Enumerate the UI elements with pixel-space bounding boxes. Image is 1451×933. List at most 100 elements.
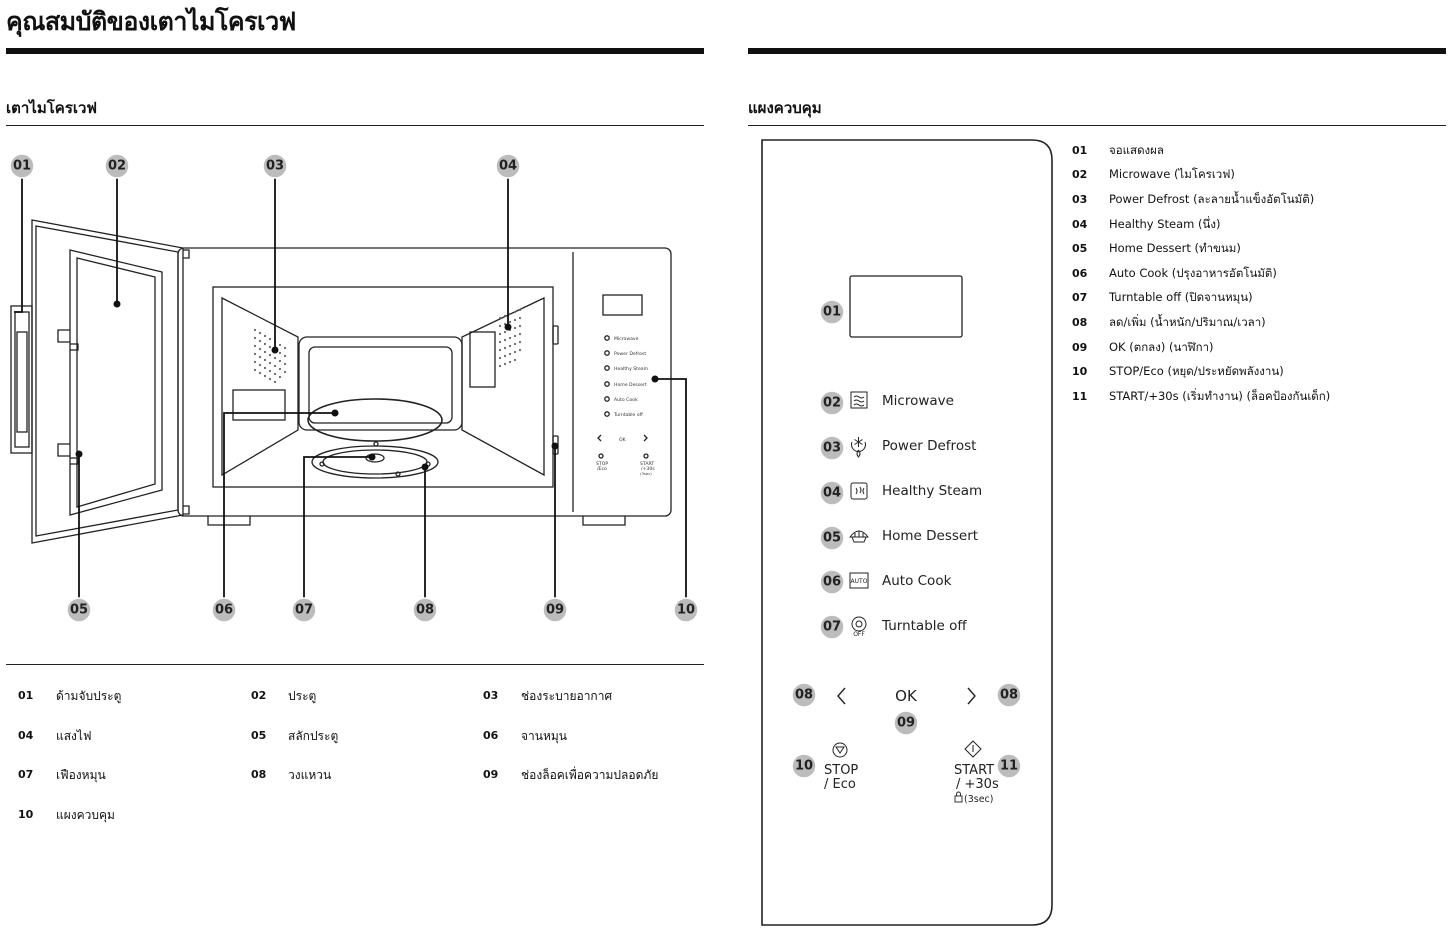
svg-text:05: 05 xyxy=(823,531,841,546)
start-plus30-button[interactable]: START / +30s (3sec) 11 xyxy=(954,740,1022,805)
legend-num: 07 xyxy=(18,768,34,781)
legend-num: 04 xyxy=(18,729,34,742)
legend-text: เฟืองหมุน xyxy=(56,768,106,782)
legend-text: ประตู xyxy=(288,689,317,703)
vent-right-dots xyxy=(498,308,522,368)
legend-text: วงแหวน xyxy=(288,768,332,782)
svg-text:02: 02 xyxy=(108,159,126,174)
legend-num: 06 xyxy=(1072,267,1088,280)
leader-lines xyxy=(14,178,687,598)
svg-text:01: 01 xyxy=(823,305,841,320)
title-rule-right xyxy=(748,48,1446,54)
chevron-right-icon xyxy=(967,687,976,705)
mini-label-auto-cook: Auto Cook xyxy=(614,397,638,403)
legend-text: จานหมุน xyxy=(521,729,567,743)
legend-text: Auto Cook (ปรุงอาหารอัตโนมัติ) xyxy=(1109,266,1277,280)
svg-text:06: 06 xyxy=(823,575,841,590)
callout-02-badge: 02 xyxy=(104,153,130,179)
microwave-section-heading: เตาไมโครเวฟ xyxy=(6,99,98,117)
legend-num: 09 xyxy=(1072,341,1088,354)
microwave-diagram: Microwave Power Defrost Healthy Steam Ho… xyxy=(9,153,699,623)
turntable-off-button[interactable]: 07 OFF Turntable off xyxy=(819,614,967,640)
stop-eco-button[interactable]: 10 STOP / Eco xyxy=(791,742,858,792)
legend-num: 02 xyxy=(251,689,267,702)
callout-04-badge: 04 xyxy=(495,153,521,179)
svg-text:05: 05 xyxy=(70,603,88,618)
display-screen xyxy=(849,275,963,338)
svg-text:03: 03 xyxy=(823,441,841,456)
svg-text:10: 10 xyxy=(677,603,695,618)
increase-button[interactable]: 08 xyxy=(967,682,1022,708)
start-label: START xyxy=(954,763,994,778)
power-defrost-button-label: Power Defrost xyxy=(882,438,976,454)
eco-label: / Eco xyxy=(824,777,856,792)
page-title: คุณสมบัติของเตาไมโครเวฟ xyxy=(6,7,296,36)
legend-text: Turntable off (ปิดจานหมุน) xyxy=(1109,290,1253,304)
svg-text:07: 07 xyxy=(295,603,313,618)
panel-outline xyxy=(761,139,1053,926)
microwave-button-label: Microwave xyxy=(882,393,954,409)
title-rule-left xyxy=(6,48,704,54)
auto-cook-icon: AUTO xyxy=(849,572,869,589)
stop-label: STOP xyxy=(824,763,858,778)
callout-01-badge: 01 xyxy=(9,153,35,179)
chevron-left-icon xyxy=(837,687,846,705)
mini-label-stop: STOP xyxy=(596,461,608,467)
svg-text:09: 09 xyxy=(546,603,564,618)
legend-text: ด้ามจับประตู xyxy=(56,689,122,703)
start-icon xyxy=(964,740,982,758)
mini-label-plus30: /+30s xyxy=(641,466,655,472)
legend-num: 01 xyxy=(18,689,34,702)
callout-07-badge: 07 xyxy=(291,597,317,623)
decrease-button[interactable]: 08 xyxy=(791,682,846,708)
legend-rule xyxy=(6,664,704,665)
plus30-label: / +30s xyxy=(956,777,999,792)
mini-label-turntable-off: Turntable off xyxy=(613,412,644,418)
microwave-button[interactable]: 02 Microwave xyxy=(819,390,954,416)
svg-text:AUTO: AUTO xyxy=(851,578,868,585)
legend-num: 11 xyxy=(1072,390,1088,403)
svg-text:04: 04 xyxy=(823,486,841,501)
svg-text:08: 08 xyxy=(416,603,434,618)
mini-label-lock: (3sec) xyxy=(640,471,652,476)
legend-num: 07 xyxy=(1072,291,1088,304)
power-defrost-button[interactable]: 03 Power Defrost xyxy=(819,435,976,461)
home-dessert-button[interactable]: 05 Home Dessert xyxy=(819,525,978,551)
mini-label-start: START xyxy=(640,461,654,467)
svg-text:09: 09 xyxy=(897,716,915,731)
vent-left-dots xyxy=(253,328,287,384)
mini-label-microwave: Microwave xyxy=(614,336,639,342)
callout-09-badge: 09 xyxy=(542,597,568,623)
section-rule-right xyxy=(748,125,1446,126)
callout-06-badge: 06 xyxy=(211,597,237,623)
legend-num: 08 xyxy=(251,768,267,781)
legend-num: 05 xyxy=(251,729,267,742)
svg-text:01: 01 xyxy=(13,159,31,174)
legend-num: 08 xyxy=(1072,316,1088,329)
ok-button[interactable]: OK 09 xyxy=(893,687,919,736)
svg-text:08: 08 xyxy=(1000,688,1018,703)
legend-text: จอแสดงผล xyxy=(1109,143,1164,157)
turntable-off-button-label: Turntable off xyxy=(881,618,967,634)
mini-label-home-dessert: Home Dessert xyxy=(614,382,647,388)
legend-num: 01 xyxy=(1072,144,1088,157)
mini-label-ok: OK xyxy=(619,437,627,443)
legend-num: 10 xyxy=(18,808,34,821)
legend-num: 05 xyxy=(1072,242,1088,255)
svg-text:OFF: OFF xyxy=(853,631,865,638)
callout-08-badge: 08 xyxy=(412,597,438,623)
legend-text: START/+30s (เริ่มทำงาน) (ล็อคป้องกันเด็ก… xyxy=(1109,389,1331,403)
mini-panel-labels: Microwave Power Defrost Healthy Steam Ho… xyxy=(596,336,655,476)
legend-num: 10 xyxy=(1072,365,1088,378)
microwave-waves-icon xyxy=(850,391,868,409)
healthy-steam-button[interactable]: 04 Healthy Steam xyxy=(819,480,982,506)
legend-text: Power Defrost (ละลายน้ำแข็งอัตโนมัติ) xyxy=(1109,192,1315,206)
auto-cook-button-label: Auto Cook xyxy=(882,573,952,589)
mini-label-healthy-steam: Healthy Steam xyxy=(614,366,649,372)
svg-text:06: 06 xyxy=(215,603,233,618)
auto-cook-button[interactable]: 06 AUTO Auto Cook xyxy=(819,569,952,595)
stop-icon xyxy=(832,742,848,758)
legend-text: ช่องระบายอากาศ xyxy=(521,689,613,703)
legend-text: Home Dessert (ทำขนม) xyxy=(1109,241,1241,255)
legend-num: 06 xyxy=(483,729,499,742)
